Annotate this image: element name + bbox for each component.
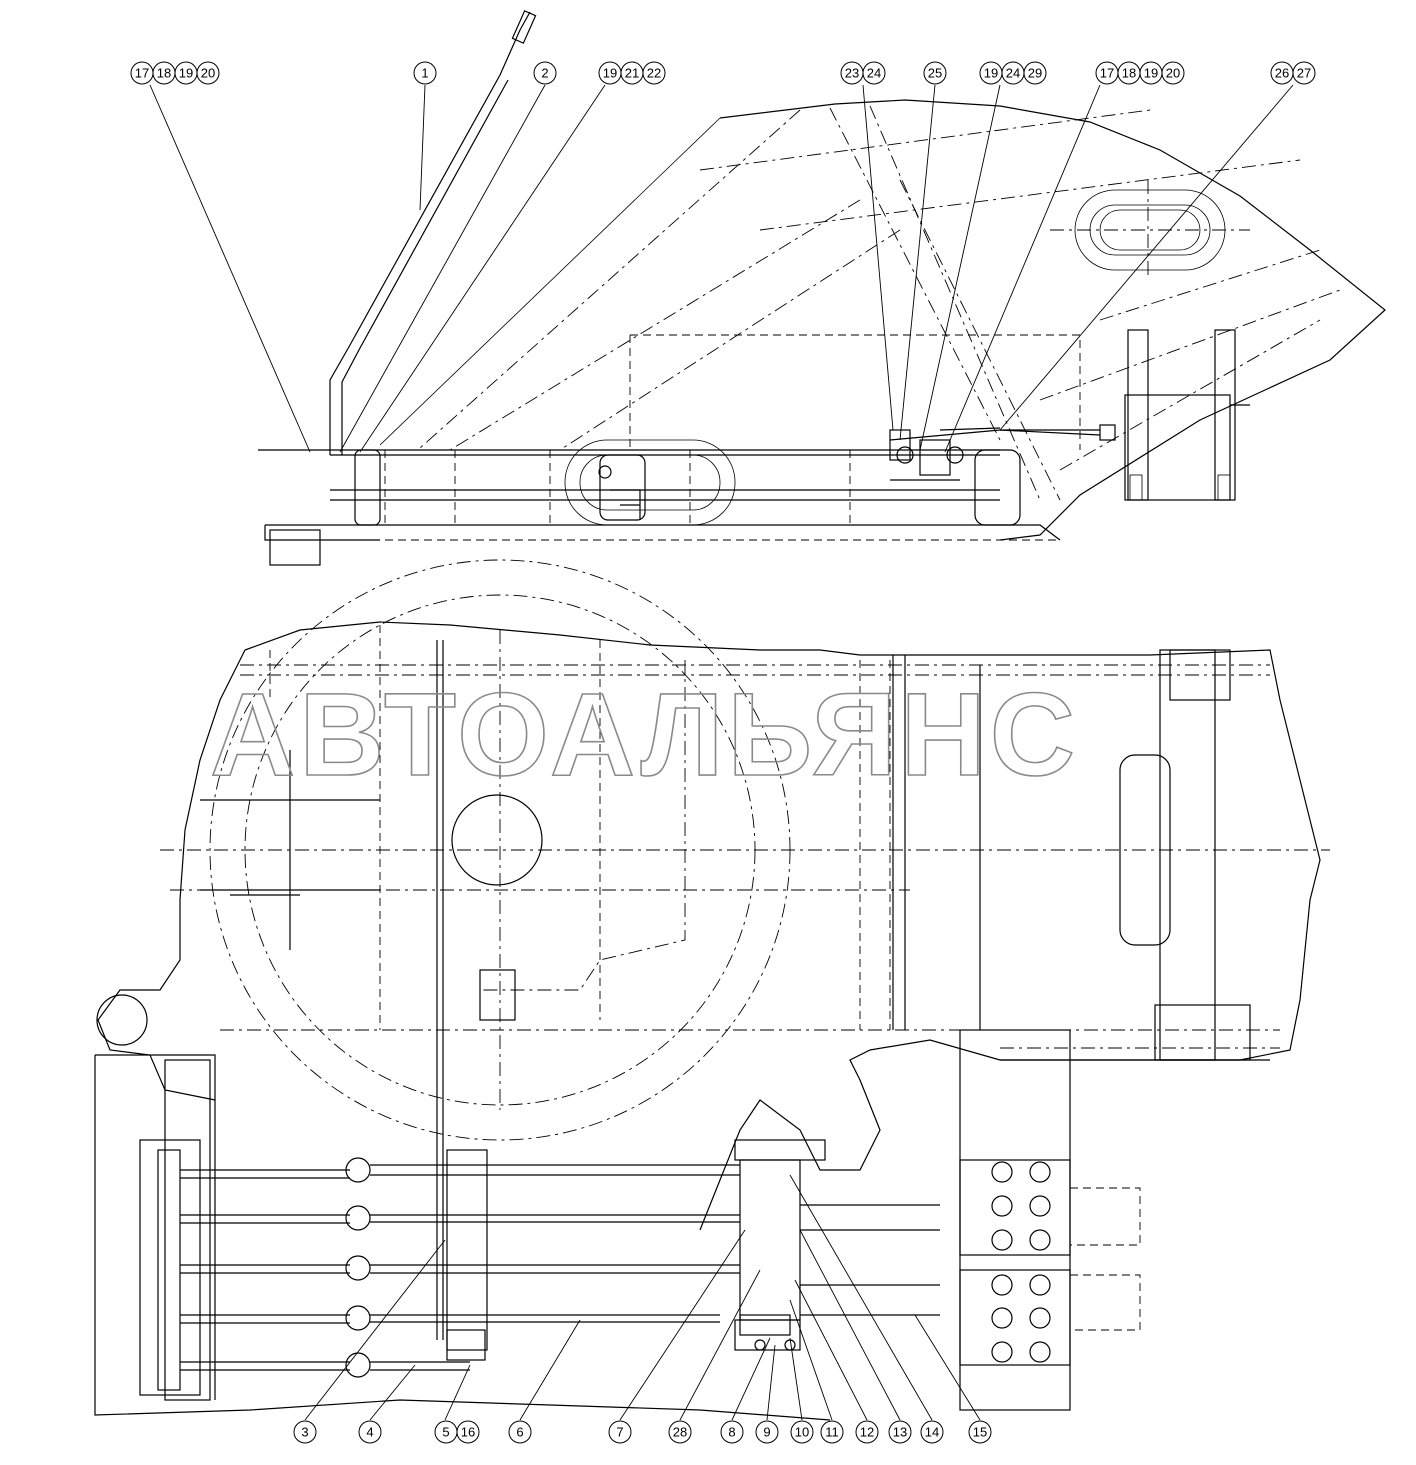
- callout-25: 25: [923, 61, 947, 85]
- callout-1: 1: [413, 61, 437, 85]
- callout-number: 6: [516, 1425, 523, 1440]
- callout-circle: [668, 1420, 692, 1444]
- callout-number: 23: [845, 66, 859, 81]
- callout-4: 4: [358, 1420, 382, 1444]
- callout-number: 8: [728, 1425, 735, 1440]
- callout-circle: [642, 61, 666, 85]
- callout-circle: [790, 1420, 814, 1444]
- callout-14: 14: [920, 1420, 944, 1444]
- chassis-outline: [244, 621, 1321, 1231]
- callout-number: 26: [1275, 66, 1289, 81]
- callout-number: 20: [201, 66, 215, 81]
- callout-number: 20: [1166, 66, 1180, 81]
- callout-number: 14: [925, 1425, 939, 1440]
- callout-circle: [920, 1420, 944, 1444]
- callout-number: 19: [1144, 66, 1158, 81]
- callout-number: 18: [1122, 66, 1136, 81]
- callout-number: 13: [893, 1425, 907, 1440]
- callout-circle: [358, 1420, 382, 1444]
- callout-number: 22: [647, 66, 661, 81]
- callout-circle: [820, 1420, 844, 1444]
- callout-number: 17: [1100, 66, 1114, 81]
- callout-19-24-29: 19 24 29: [979, 61, 1047, 85]
- top-view-drawing: [258, 10, 1386, 566]
- callout-number: 4: [366, 1425, 373, 1440]
- callout-circle: [1161, 61, 1185, 85]
- callout-6: 6: [508, 1420, 532, 1444]
- callout-number: 3: [301, 1425, 308, 1440]
- callout-circle: [508, 1420, 532, 1444]
- callout-number: 2: [541, 66, 548, 81]
- callout-circle: [533, 61, 557, 85]
- callout-circle: [608, 1420, 632, 1444]
- callout-circle: [456, 1420, 480, 1444]
- upper-body-outline: [719, 99, 1386, 541]
- callout-2: 2: [533, 61, 557, 85]
- callout-9: 9: [755, 1420, 779, 1444]
- callout-circle: [755, 1420, 779, 1444]
- callout-circle: [196, 61, 220, 85]
- control-rods: [180, 1157, 740, 1378]
- callout-7: 7: [608, 1420, 632, 1444]
- callout-circle: [720, 1420, 744, 1444]
- callout-26-27: 26 27: [1270, 61, 1316, 85]
- callout-number: 19: [179, 66, 193, 81]
- callout-28: 28: [668, 1420, 692, 1444]
- bottom-view-drawing: [94, 559, 1330, 1421]
- callout-11: 11: [820, 1420, 844, 1444]
- callout-number: 17: [135, 66, 149, 81]
- callout-23-24: 23 24: [840, 61, 886, 85]
- callout-17-18-19-20: 17 18 19 20: [1095, 61, 1185, 85]
- callout-15: 15: [968, 1420, 992, 1444]
- callout-circle: [888, 1420, 912, 1444]
- callout-circle: [862, 61, 886, 85]
- callout-number: 28: [673, 1425, 687, 1440]
- callout-circle: [923, 61, 947, 85]
- callout-8: 8: [720, 1420, 744, 1444]
- callout-number: 27: [1297, 66, 1311, 81]
- callout-number: 19: [603, 66, 617, 81]
- callout-12: 12: [855, 1420, 879, 1444]
- callout-number: 7: [616, 1425, 623, 1440]
- callout-number: 18: [157, 66, 171, 81]
- callout-number: 11: [825, 1425, 839, 1440]
- callout-number: 15: [973, 1425, 987, 1440]
- callout-number: 12: [860, 1425, 874, 1440]
- callout-3: 3: [293, 1420, 317, 1444]
- callout-number: 29: [1028, 66, 1042, 81]
- callout-circle: [855, 1420, 879, 1444]
- callout-13: 13: [888, 1420, 912, 1444]
- callout-circle: [1292, 61, 1316, 85]
- callout-number: 16: [461, 1425, 475, 1440]
- callout-circle: [1023, 61, 1047, 85]
- leader-lines: [149, 84, 1294, 1421]
- callout-circle: [413, 61, 437, 85]
- callout-number: 10: [795, 1425, 809, 1440]
- callout-circle: [293, 1420, 317, 1444]
- callout-19-21-22: 19 21 22: [598, 61, 666, 85]
- callout-number: 5: [442, 1425, 449, 1440]
- callout-number: 24: [867, 66, 881, 81]
- callout-number: 9: [763, 1425, 770, 1440]
- callout-5-16: 5 16: [434, 1420, 480, 1444]
- callout-number: 19: [984, 66, 998, 81]
- callout-circle: [968, 1420, 992, 1444]
- callout-10: 10: [790, 1420, 814, 1444]
- callout-number: 24: [1006, 66, 1020, 81]
- callout-17-18-19-20: 17 18 19 20: [130, 61, 220, 85]
- callout-number: 21: [625, 66, 639, 81]
- watermark-text: АВТОАЛЬЯНС: [210, 669, 1079, 801]
- callout-number: 25: [928, 66, 942, 81]
- callout-number: 1: [421, 66, 428, 81]
